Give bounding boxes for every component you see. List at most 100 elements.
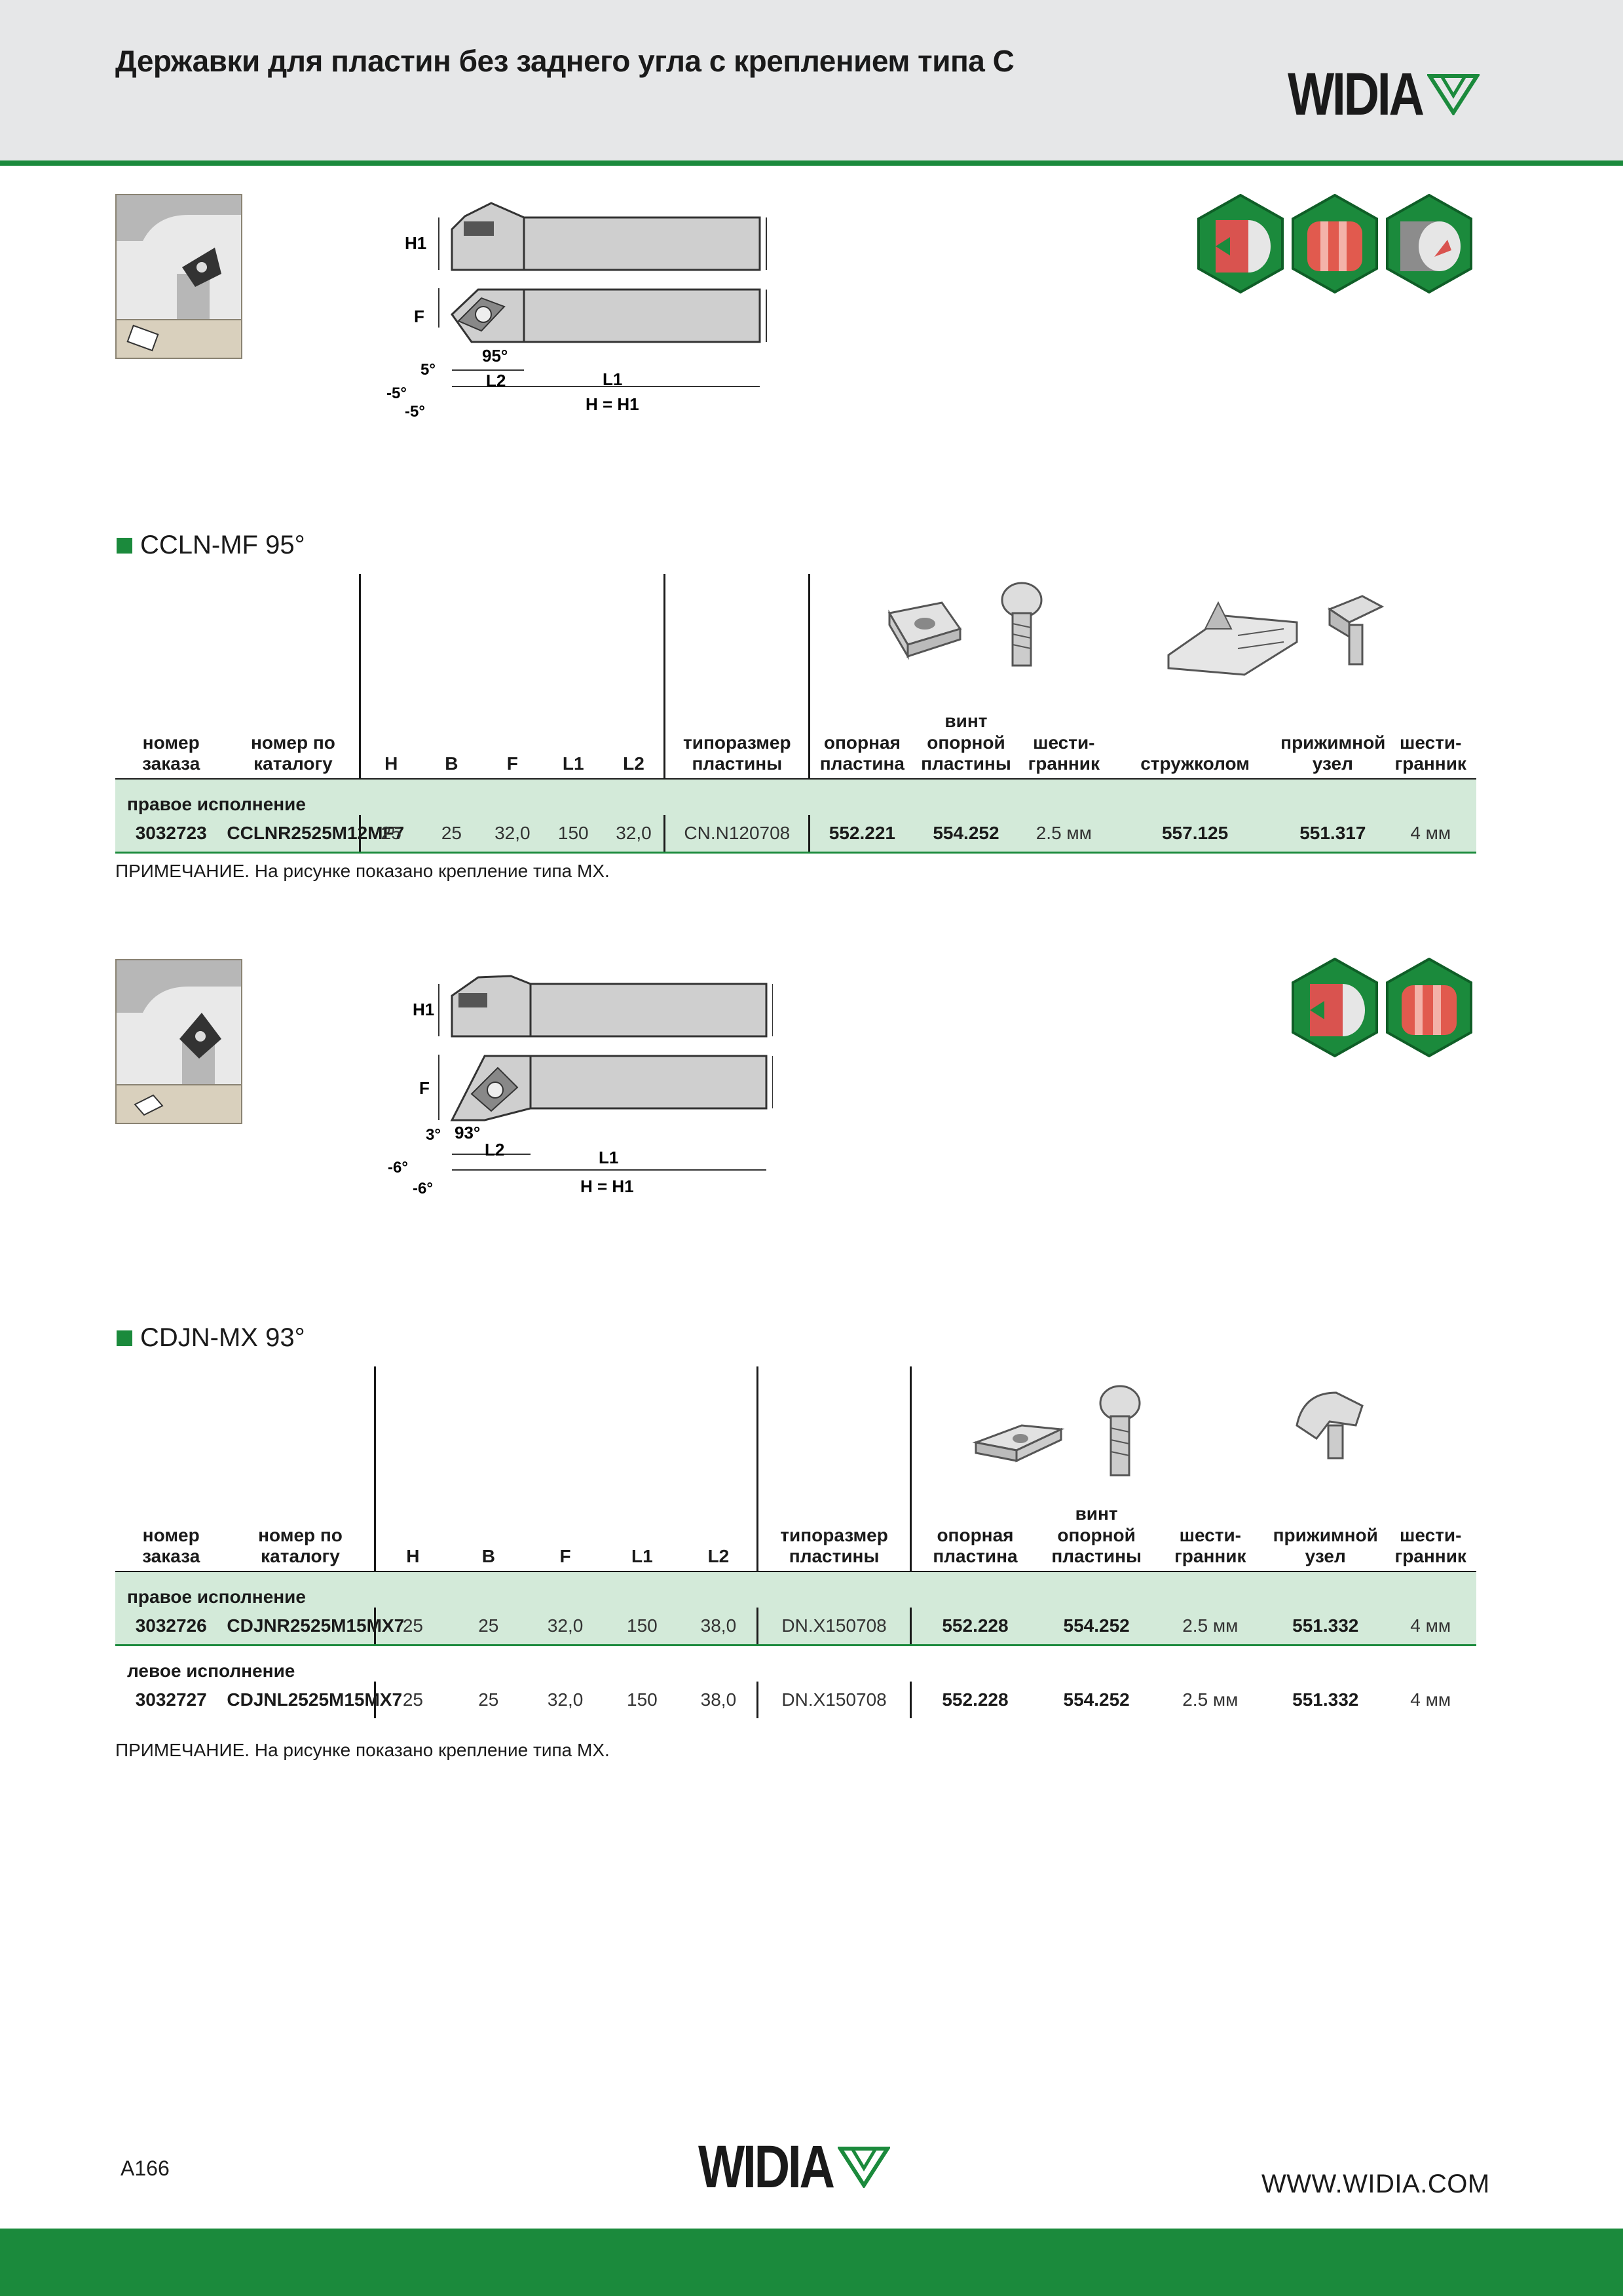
col-l2: L2	[603, 574, 666, 780]
col-clamp: прижимной узел	[1280, 574, 1385, 780]
cell-support-screw: 554.252	[1063, 1689, 1130, 1710]
cell-hex-key-2: 4 мм	[1385, 815, 1476, 854]
col-b: B	[450, 1366, 527, 1572]
col-h: H	[360, 574, 421, 780]
cell-clamp: 551.332	[1292, 1689, 1359, 1710]
label-f: F	[414, 307, 424, 326]
label-neg6b: -6°	[413, 1180, 433, 1197]
col-catalog-number: номер по каталогу	[227, 1366, 376, 1572]
cell-l2: 32,0	[603, 815, 666, 854]
operation-icons-2	[1292, 958, 1472, 1058]
cell-insert-size: DN.X150708	[757, 1608, 912, 1646]
section1-note: ПРИМЕЧАНИЕ. На рисунке показано креплени…	[115, 861, 610, 881]
label-l2: L2	[485, 1140, 504, 1159]
cell-order-number: 3032726	[115, 1608, 227, 1646]
col-order-number: номер заказа	[115, 574, 227, 780]
cell-l1: 150	[603, 1608, 681, 1646]
widia-triangle-icon	[1427, 74, 1480, 115]
col-catalog-number: номер по каталогу	[227, 574, 362, 780]
col-support-screw: винт опорной пластины	[914, 574, 1018, 780]
section1-title: CCLN-MF 95°	[117, 531, 305, 560]
cell-hex-key-1: 2.5 мм	[1182, 1689, 1239, 1710]
label-5deg: 5°	[420, 361, 436, 379]
profiling-icon	[1292, 194, 1378, 294]
footer-bar	[0, 2229, 1623, 2296]
col-support-screw: винт опорной пластины	[1038, 1366, 1155, 1572]
group-row-right: правое исполнение	[115, 1571, 1476, 1608]
group-row-left: левое исполнение	[115, 1646, 1476, 1682]
cell-b: 25	[450, 1608, 527, 1646]
cell-hex-key-1: 2.5 мм	[1018, 815, 1110, 854]
cell-support-screw: 554.252	[1038, 1608, 1155, 1646]
label-neg5b: -5°	[405, 403, 425, 421]
col-hex-key-1: шести-гранник	[1018, 574, 1110, 780]
label-angle: 93°	[455, 1123, 480, 1142]
label-h-equals-h1: H = H1	[586, 394, 639, 414]
cell-catalog-number: CCLNR2525M12MF7	[227, 815, 404, 854]
section2-title-text: CDJN-MX 93°	[140, 1323, 305, 1352]
group-row-right: правое исполнение	[115, 779, 1476, 815]
page-title: Державки для пластин без заднего угла с …	[115, 44, 1015, 78]
operation-icons-1	[1197, 194, 1472, 294]
footer-logo: WIDIA	[698, 2137, 890, 2197]
section1-title-text: CCLN-MF 95°	[140, 531, 305, 559]
label-l1: L1	[603, 369, 622, 389]
cell-catalog-number: CDJNR2525M15MX7	[227, 1608, 404, 1646]
cell-support-plate: 552.221	[809, 815, 914, 854]
col-f: F	[527, 1366, 604, 1572]
label-h1: H1	[413, 1000, 434, 1019]
col-chipbreaker: стружколом	[1110, 574, 1281, 780]
turning-icon	[1386, 194, 1472, 294]
cell-h: 25	[360, 815, 421, 854]
footer-url[interactable]: WWW.WIDIA.COM	[1261, 2170, 1490, 2198]
cell-f: 32,0	[547, 1689, 584, 1710]
col-hex-key-2: шести-гранник	[1385, 574, 1476, 780]
page-header	[0, 0, 1623, 166]
profiling-icon	[1386, 958, 1472, 1058]
cell-l2: 38,0	[681, 1682, 758, 1718]
section2-title: CDJN-MX 93°	[117, 1323, 305, 1353]
col-f: F	[481, 574, 543, 780]
group-label-right: правое исполнение	[115, 779, 1476, 815]
table-header-row: номер заказа номер по каталогу H B F L1 …	[115, 1366, 1476, 1572]
cell-order-number: 3032723	[115, 815, 227, 854]
col-b: B	[420, 574, 482, 780]
cell-f: 32,0	[481, 815, 543, 854]
cell-b: 25	[420, 815, 482, 854]
col-l1: L1	[542, 574, 604, 780]
tool-drawing-1: H1 H B F 95° 5° -5° -5° L2 L1 H = H1	[386, 202, 767, 421]
label-h-equals-h1: H = H1	[580, 1176, 634, 1196]
label-l1: L1	[599, 1148, 618, 1167]
cell-clamp: 551.317	[1280, 815, 1385, 854]
widia-triangle-icon	[837, 2147, 890, 2188]
cell-hex-key-2: 4 мм	[1385, 1608, 1476, 1646]
facing-icon	[1292, 958, 1378, 1058]
logo-wordmark: WIDIA	[1288, 61, 1425, 128]
cell-l1: 150	[627, 1689, 658, 1710]
group-label-right: правое исполнение	[115, 1571, 1476, 1608]
table-row: 3032727 CDJNL2525M15MX7 25 25 32,0 150 3…	[115, 1682, 1476, 1718]
section2-note: ПРИМЕЧАНИЕ. На рисунке показано креплени…	[115, 1740, 610, 1760]
cell-l2: 38,0	[681, 1608, 758, 1646]
cell-hex-key-1: 2.5 мм	[1154, 1608, 1267, 1646]
col-insert-size: типоразмер пластины	[757, 1366, 912, 1572]
section-marker-icon	[117, 1330, 132, 1346]
col-hex-key-2: шести-гранник	[1385, 1366, 1476, 1572]
col-support-plate: опорная пластина	[809, 574, 914, 780]
logo-wordmark: WIDIA	[698, 2134, 835, 2200]
cell-support-screw: 554.252	[914, 815, 1018, 854]
cell-insert-size: DN.X150708	[757, 1682, 912, 1718]
facing-icon	[1197, 194, 1284, 294]
label-l2: L2	[486, 371, 506, 390]
cell-l1: 150	[542, 815, 604, 854]
col-l1: L1	[603, 1366, 681, 1572]
col-l2: L2	[681, 1366, 758, 1572]
section-marker-icon	[117, 537, 132, 554]
tool-thumbnail-1	[115, 194, 242, 359]
cell-chipbreaker: 557.125	[1110, 815, 1281, 854]
cell-support-plate: 552.228	[910, 1608, 1039, 1646]
cell-hex-key-2: 4 мм	[1410, 1689, 1451, 1710]
insert-position-icon	[117, 195, 241, 352]
group-label-left: левое исполнение	[127, 1661, 295, 1681]
table-row: 3032726 CDJNR2525M15MX7 25 25 32,0 150 3…	[115, 1608, 1476, 1646]
